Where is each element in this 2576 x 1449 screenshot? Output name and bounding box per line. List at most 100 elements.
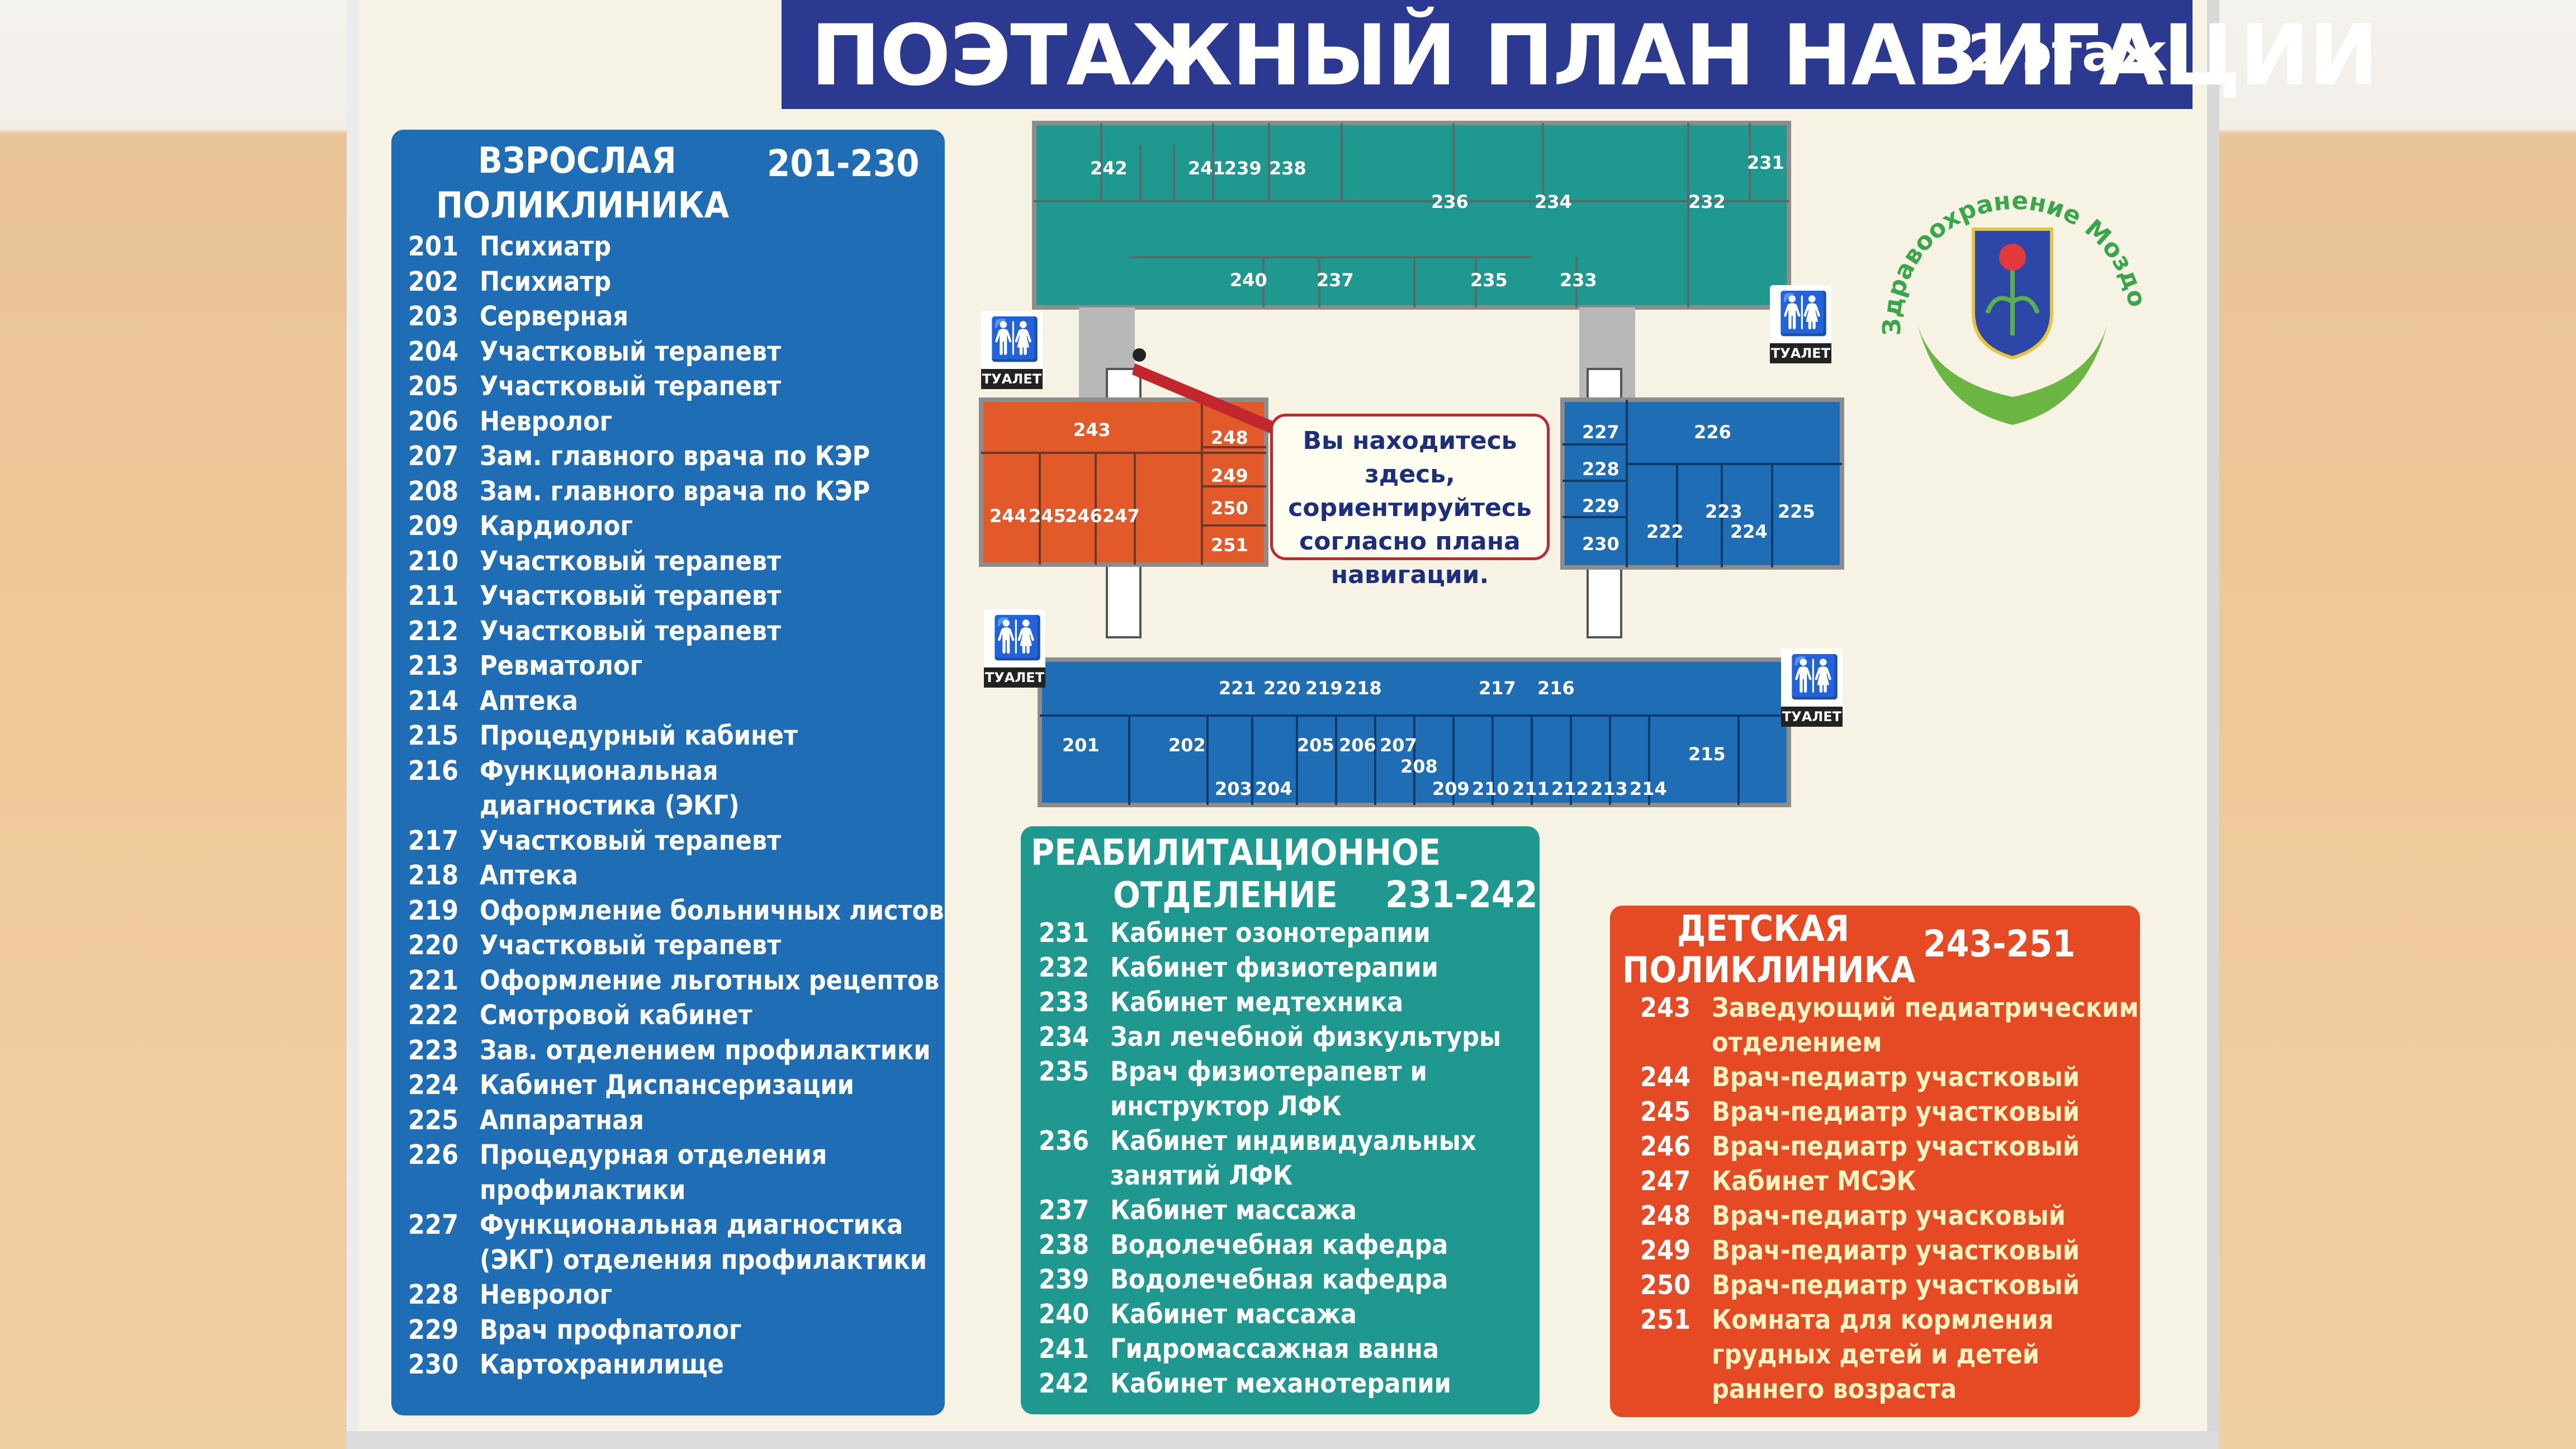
svg-text:244: 244 (989, 505, 1027, 527)
svg-text:224: 224 (1730, 521, 1768, 542)
room-number: 239 (1039, 1264, 1090, 1295)
room-number: 212 (408, 615, 459, 647)
room-name: Аппаратная (480, 1104, 644, 1136)
rehab-title-line2: ОТДЕЛЕНИЕ (1113, 875, 1338, 916)
room-number: 208 (408, 475, 459, 507)
toilet-sign-top-right: 🚻 ТУАЛЕТ (1770, 285, 1831, 363)
room-name: Гидромассажная ванна (1110, 1333, 1439, 1365)
note-line1: Вы находитесь здесь, (1303, 427, 1517, 489)
room-number: 221 (408, 964, 459, 996)
room-name: грудных детей и детей (1712, 1339, 2040, 1370)
room-number: 226 (408, 1139, 459, 1171)
svg-text:247: 247 (1102, 505, 1140, 527)
svg-text:204: 204 (1255, 778, 1292, 799)
toilet-icon: 🚻 (992, 614, 1044, 662)
room-name: Участковый терапевт (480, 545, 782, 577)
svg-text:222: 222 (1646, 521, 1684, 542)
room-name: Кабинет массажа (1110, 1299, 1357, 1330)
room-name: Оформление льготных рецептов (480, 964, 940, 996)
svg-text:245: 245 (1029, 505, 1066, 527)
toilet-icon: 🚻 (989, 315, 1041, 363)
room-number: 237 (1039, 1195, 1090, 1226)
room-number: 244 (1640, 1062, 1691, 1093)
room-number: 218 (408, 860, 459, 891)
room-name: Аптека (480, 685, 579, 717)
room-row: 237 Кабинет массажа (1039, 1193, 1501, 1228)
room-number: 250 (1640, 1270, 1691, 1301)
room-name: Участковый терапевт (480, 371, 782, 402)
room-number: 209 (408, 510, 459, 542)
svg-text:218: 218 (1344, 678, 1382, 699)
room-name: Кардиолог (480, 510, 633, 542)
note-line3: согласно плана (1299, 527, 1521, 556)
toilet-label: ТУАЛЕТ (981, 369, 1043, 389)
room-row: 240 Кабинет массажа (1039, 1297, 1501, 1332)
svg-text:221: 221 (1219, 678, 1256, 699)
room-name: Участковый терапевт (480, 580, 782, 612)
svg-text:211: 211 (1512, 778, 1550, 799)
page-title: ПОЭТАЖНЫЙ ПЛАН НАВИГАЦИИ (811, 7, 2379, 105)
svg-text:208: 208 (1400, 756, 1438, 777)
svg-text:220: 220 (1263, 678, 1301, 699)
room-name: Водолечебная кафедра (1110, 1229, 1448, 1261)
room-number: 201 (408, 231, 459, 262)
room-name: Зам. главного врача по КЭР (480, 441, 870, 472)
room-number: 213 (408, 650, 459, 681)
board-frame-bottom (347, 1431, 2219, 1449)
room-name: Аптека (480, 860, 579, 891)
room-row: 207 Зам. главного врача по КЭР (408, 439, 944, 474)
room-number: 236 (1039, 1125, 1090, 1157)
room-number: 242 (1039, 1368, 1090, 1399)
room-row: (ЭКГ) отделения профилактики (408, 1243, 944, 1278)
rehab-title-line1: РЕАБИЛИТАЦИОННОЕ (1031, 832, 1441, 874)
room-name: Смотровой кабинет (480, 1000, 752, 1031)
room-number (1640, 1337, 1712, 1372)
room-number: 204 (408, 335, 459, 367)
room-name: Серверная (480, 301, 629, 332)
toilet-label: ТУАЛЕТ (1770, 343, 1831, 363)
room-name: Врач профпатолог (480, 1314, 742, 1346)
room-name: Участковый терапевт (480, 335, 782, 367)
room-number: 230 (408, 1349, 459, 1380)
svg-text:216: 216 (1537, 678, 1575, 699)
toilet-label: ТУАЛЕТ (1781, 707, 1843, 727)
adult-title-line1: ВЗРОСЛАЯ (478, 140, 676, 182)
svg-text:240: 240 (1230, 269, 1267, 291)
children-title-line1: ДЕТСКАЯ (1677, 908, 1850, 950)
svg-text:241: 241 (1188, 158, 1225, 179)
room-name: (ЭКГ) отделения профилактики (480, 1244, 927, 1276)
room-number (408, 1173, 480, 1208)
room-name: Кабинет массажа (1110, 1195, 1357, 1226)
room-row: 218 Аптека (408, 858, 944, 893)
room-number: 232 (1039, 952, 1090, 983)
room-name: раннего возраста (1712, 1374, 1957, 1405)
room-name: Кабинет Диспансеризации (480, 1069, 854, 1101)
room-number: 207 (408, 441, 459, 472)
room-number: 240 (1039, 1299, 1090, 1330)
room-name: Кабинет МСЭК (1712, 1166, 1916, 1197)
svg-text:223: 223 (1705, 501, 1742, 522)
